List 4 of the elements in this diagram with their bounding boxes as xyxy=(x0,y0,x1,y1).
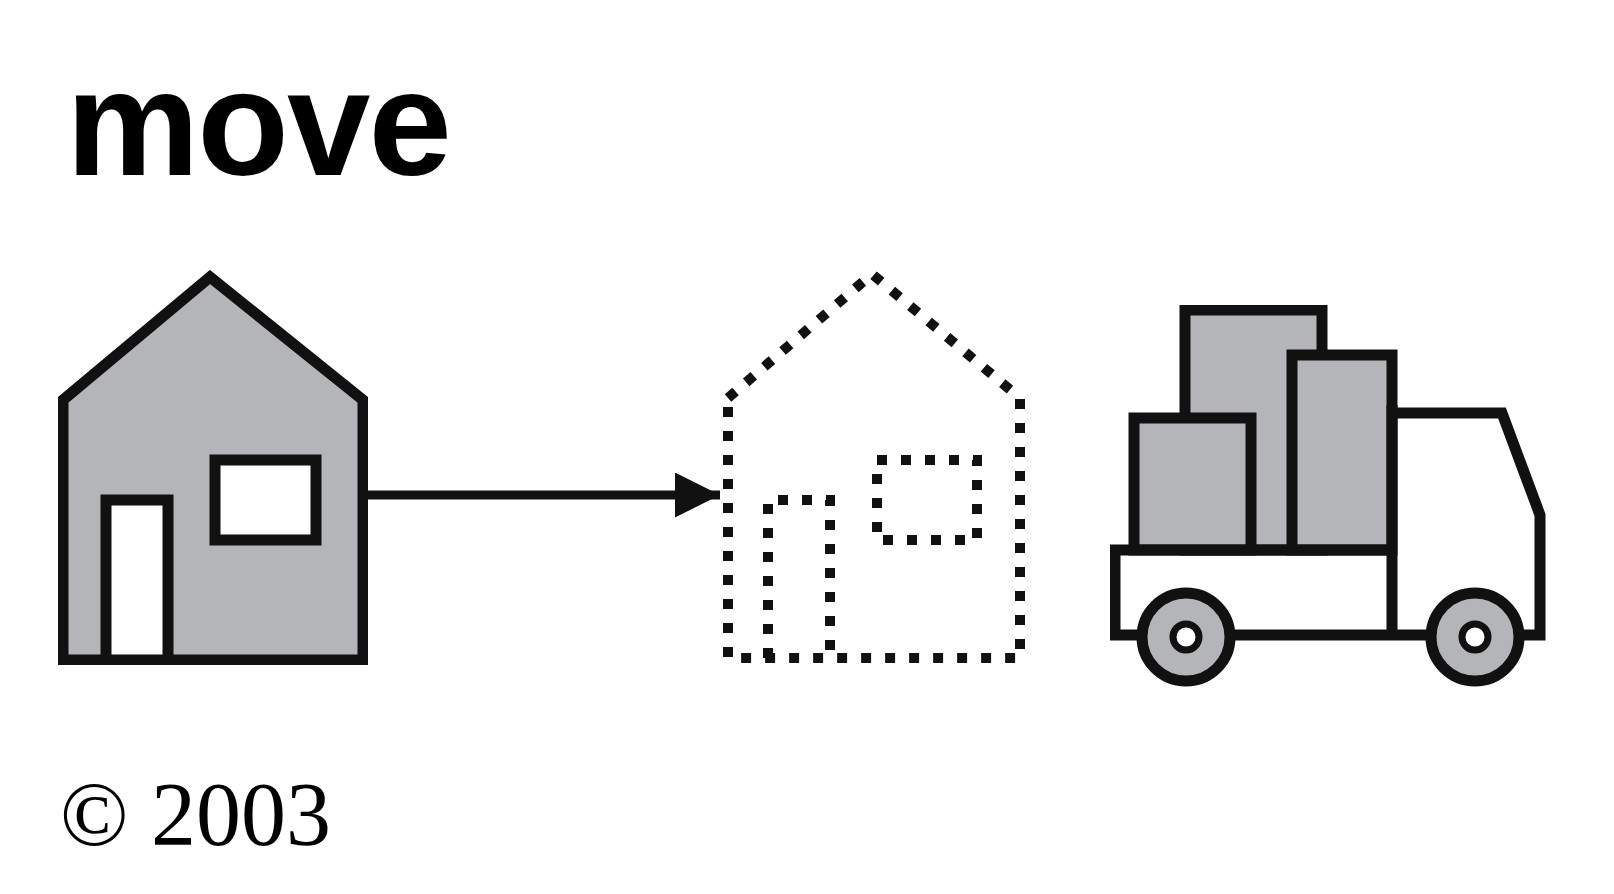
copyright-notice: © 2003 xyxy=(60,770,331,860)
house-drawing xyxy=(58,270,368,665)
title: move xyxy=(66,48,450,198)
arrow xyxy=(368,472,720,518)
